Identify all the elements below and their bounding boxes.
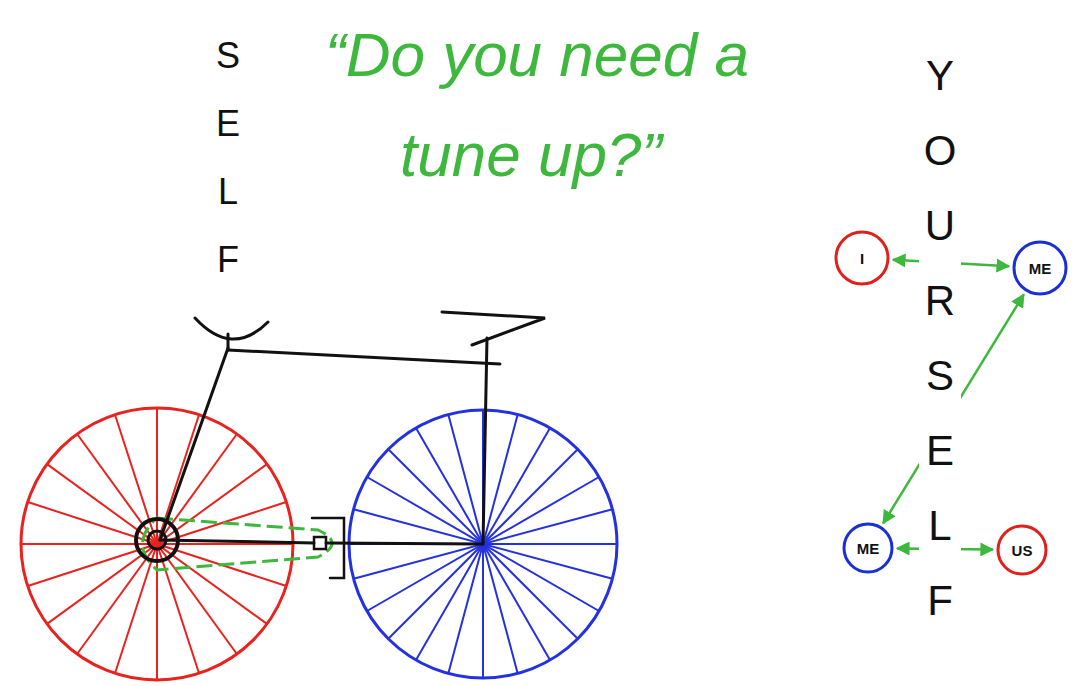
bike-frame <box>136 312 545 578</box>
node-label: ME <box>857 540 880 557</box>
label-holder: SELF <box>210 22 246 294</box>
label-holder: “Do you need a tune up?” <box>325 5 800 205</box>
circle-node: US <box>996 524 1048 576</box>
circle-node: I <box>834 230 890 286</box>
vertical-word: SELF <box>210 22 246 294</box>
circle-node: ME <box>842 522 894 574</box>
node-label: US <box>1012 542 1033 559</box>
label-holder: YOURSELF <box>919 38 961 638</box>
circle-node: ME <box>1012 240 1068 296</box>
rear-wheel <box>21 408 293 680</box>
vertical-word: YOURSELF <box>919 38 961 638</box>
speech-quote: “Do you need a tune up?” <box>325 5 800 205</box>
node-label: ME <box>1029 260 1052 277</box>
node-label: I <box>860 250 864 267</box>
